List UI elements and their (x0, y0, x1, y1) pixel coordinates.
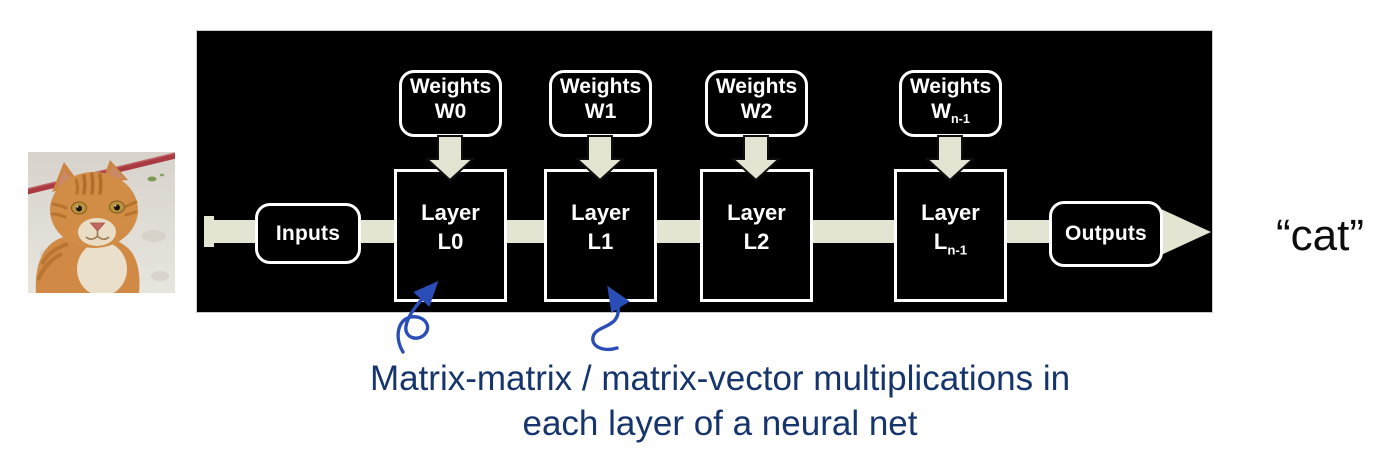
weights-name: W1 (584, 100, 617, 124)
layer-title: Layer (921, 200, 980, 226)
inputs-label: Inputs (275, 221, 341, 245)
weights-to-layer-arrow-icon (924, 135, 976, 182)
layer-name: Ln-1 (933, 229, 968, 258)
cat-illustration (28, 152, 175, 293)
weights-title: Weights (409, 75, 492, 99)
inputs-box: Inputs (255, 203, 361, 264)
weights-to-layer-arrow-icon (424, 135, 476, 182)
caption: Matrix-matrix / matrix-vector multiplica… (205, 356, 1235, 446)
weights-name: Wn-1 (931, 100, 970, 127)
layer-title: Layer (727, 200, 786, 226)
weights-title: Weights (909, 75, 992, 99)
weights-name: W2 (740, 100, 773, 124)
layer-box-l1: Layer L1 (544, 169, 657, 302)
output-text: “cat” (1276, 211, 1364, 260)
outputs-box: Outputs (1049, 201, 1163, 267)
flow-arrowhead-icon (1161, 209, 1211, 255)
weights-box-w1: Weights W1 (549, 70, 652, 137)
layer-box-ln-1: Layer Ln-1 (894, 169, 1007, 302)
layer-name: L0 (437, 229, 464, 255)
layer-box-l2: Layer L2 (700, 169, 813, 302)
caption-line-2: each layer of a neural net (522, 404, 918, 443)
layer-name: L1 (587, 229, 614, 255)
weights-to-layer-arrow-icon (730, 135, 782, 182)
weights-title: Weights (715, 75, 798, 99)
cat-photo (28, 152, 175, 293)
weights-title: Weights (559, 75, 642, 99)
layer-title: Layer (571, 200, 630, 226)
nn-pipeline-panel: Inputs Weights W0 Layer L0 Weights W1 La… (196, 30, 1213, 313)
weights-box-wn-1: Weights Wn-1 (899, 70, 1002, 137)
outputs-label: Outputs (1065, 222, 1147, 245)
weights-to-layer-arrow-icon (574, 135, 626, 182)
layer-box-l0: Layer L0 (394, 169, 507, 302)
weights-box-w2: Weights W2 (705, 70, 808, 137)
layer-name: L2 (743, 229, 770, 255)
caption-line-1: Matrix-matrix / matrix-vector multiplica… (369, 359, 1071, 398)
weights-name: W0 (434, 100, 467, 124)
weights-box-w0: Weights W0 (399, 70, 502, 137)
layer-title: Layer (421, 200, 480, 226)
